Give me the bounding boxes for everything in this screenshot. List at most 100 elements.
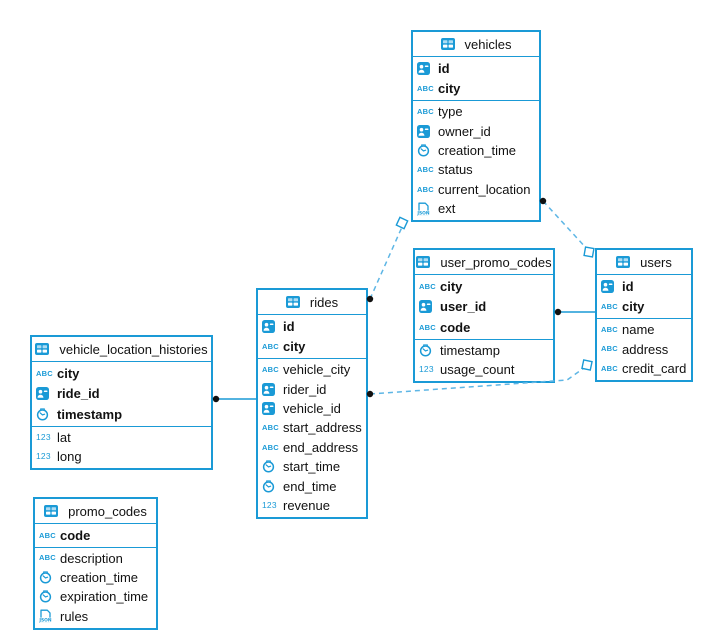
text-type-icon: ABC (417, 184, 434, 194)
primary-key-section: id ABC city (258, 315, 366, 359)
table-icon (44, 505, 59, 517)
field-row-vehicles-city[interactable]: ABC city (413, 79, 539, 100)
field-row-vehicles-current_location[interactable]: ABC current_location (413, 180, 539, 199)
field-row-promo_codes-creation_time[interactable]: creation_time (35, 568, 156, 587)
table-icon (440, 38, 460, 50)
field-row-user_promo_codes-usage_count[interactable]: 123 usage_count (415, 360, 553, 379)
table-header[interactable]: user_promo_codes (415, 250, 553, 275)
entity-table-user_promo_codes[interactable]: user_promo_codes ABC city user_id ABC co… (413, 248, 555, 384)
field-row-vehicle_location_histories-long[interactable]: 123 long (32, 447, 211, 466)
field-label: revenue (283, 497, 330, 513)
field-row-rides-id[interactable]: id (258, 316, 366, 337)
entity-table-vehicle_location_histories[interactable]: vehicle_location_histories ABC city ride… (30, 335, 213, 471)
field-label: city (440, 278, 463, 294)
field-row-rides-revenue[interactable]: 123 revenue (258, 496, 366, 515)
field-row-promo_codes-rules[interactable]: JSON rules (35, 607, 156, 626)
field-row-users-name[interactable]: ABC name (597, 320, 691, 339)
text-type-icon: ABC (262, 364, 279, 374)
field-row-promo_codes-description[interactable]: ABC description (35, 549, 156, 568)
json-type-icon: JSON (417, 202, 430, 216)
field-row-vehicles-creation_time[interactable]: creation_time (413, 141, 539, 160)
field-label: id (283, 318, 295, 334)
field-label: ext (438, 201, 456, 217)
user-id-type-icon (417, 124, 430, 138)
text-type-icon: ABC (417, 106, 434, 116)
entity-table-users[interactable]: users id ABC city ABC name ABC address A… (595, 248, 693, 383)
entity-table-vehicles[interactable]: vehicles id ABC city ABC type owner_id c… (411, 30, 541, 223)
fields-section: ABC vehicle_city rider_id vehicle_id ABC… (258, 359, 366, 517)
field-row-vehicles-owner_id[interactable]: owner_id (413, 121, 539, 140)
field-label: rules (60, 608, 89, 624)
field-row-rides-city[interactable]: ABC city (258, 337, 366, 358)
table-icon (35, 343, 54, 355)
table-header[interactable]: promo_codes (35, 499, 156, 524)
table-header[interactable]: vehicles (413, 32, 539, 57)
field-row-rides-vehicle_city[interactable]: ABC vehicle_city (258, 360, 366, 379)
table-header[interactable]: vehicle_location_histories (32, 337, 211, 362)
field-row-vehicles-type[interactable]: ABC type (413, 102, 539, 121)
field-label: current_location (438, 181, 531, 197)
cardinality-dot (554, 308, 562, 316)
field-row-users-credit_card[interactable]: ABC credit_card (597, 359, 691, 378)
field-label: rider_id (283, 381, 327, 397)
field-label: vehicle_city (283, 362, 351, 378)
svg-text:JSON: JSON (417, 210, 430, 216)
field-row-rides-rider_id[interactable]: rider_id (258, 379, 366, 398)
text-type-icon: ABC (262, 342, 279, 351)
field-label: end_address (283, 439, 359, 455)
field-label: user_id (440, 299, 487, 315)
field-row-users-address[interactable]: ABC address (597, 339, 691, 358)
field-row-rides-end_address[interactable]: ABC end_address (258, 438, 366, 457)
field-row-promo_codes-code[interactable]: ABC code (35, 525, 156, 546)
field-label: credit_card (622, 360, 687, 376)
user-id-type-icon (262, 319, 275, 333)
field-row-rides-start_address[interactable]: ABC start_address (258, 418, 366, 437)
field-row-users-city[interactable]: ABC city (597, 297, 691, 318)
field-row-rides-vehicle_id[interactable]: vehicle_id (258, 399, 366, 418)
text-type-icon: ABC (417, 84, 434, 93)
field-label: timestamp (440, 342, 500, 358)
field-row-vehicles-id[interactable]: id (413, 58, 539, 79)
relationship-line-rides-vehicles (369, 226, 403, 300)
field-row-user_promo_codes-city[interactable]: ABC city (415, 276, 553, 297)
field-row-vehicle_location_histories-lat[interactable]: 123 lat (32, 428, 211, 447)
number-type-icon: 123 (36, 451, 51, 462)
field-row-promo_codes-expiration_time[interactable]: expiration_time (35, 587, 156, 606)
field-label: code (60, 527, 91, 543)
table-header[interactable]: rides (258, 290, 366, 315)
field-row-users-id[interactable]: id (597, 276, 691, 297)
field-label: city (438, 81, 461, 97)
field-label: type (438, 104, 463, 120)
field-label: city (283, 339, 306, 355)
user-id-type-icon (417, 61, 430, 75)
field-label: long (57, 449, 82, 465)
json-type-icon: JSON (39, 609, 52, 623)
primary-key-section: ABC code (35, 524, 156, 548)
number-type-icon: 123 (36, 431, 51, 442)
field-row-vehicles-status[interactable]: ABC status (413, 160, 539, 179)
field-label: id (622, 278, 634, 294)
field-row-rides-end_time[interactable]: end_time (258, 476, 366, 495)
field-label: owner_id (438, 123, 491, 139)
table-header[interactable]: users (597, 250, 691, 275)
field-row-vehicle_location_histories-city[interactable]: ABC city (32, 363, 211, 384)
table-icon (416, 256, 431, 268)
entity-table-rides[interactable]: rides id ABC city ABC vehicle_city rider… (256, 288, 368, 520)
user-id-type-icon (36, 387, 49, 401)
text-type-icon: ABC (601, 344, 618, 354)
field-row-vehicle_location_histories-ride_id[interactable]: ride_id (32, 384, 211, 405)
field-row-user_promo_codes-user_id[interactable]: user_id (415, 297, 553, 318)
field-label: code (440, 319, 471, 335)
field-row-user_promo_codes-timestamp[interactable]: timestamp (415, 341, 553, 360)
table-title: users (640, 254, 672, 270)
relationship-line-vehicles-users (542, 200, 589, 251)
field-row-rides-start_time[interactable]: start_time (258, 457, 366, 476)
cardinality-square (583, 246, 595, 258)
entity-table-promo_codes[interactable]: promo_codes ABC code ABC description cre… (33, 497, 158, 631)
field-row-vehicle_location_histories-timestamp[interactable]: timestamp (32, 404, 211, 425)
table-icon (285, 296, 300, 308)
primary-key-section: id ABC city (597, 275, 691, 319)
text-type-icon: ABC (601, 324, 618, 334)
field-row-user_promo_codes-code[interactable]: ABC code (415, 317, 553, 338)
field-row-vehicles-ext[interactable]: JSON ext (413, 199, 539, 218)
